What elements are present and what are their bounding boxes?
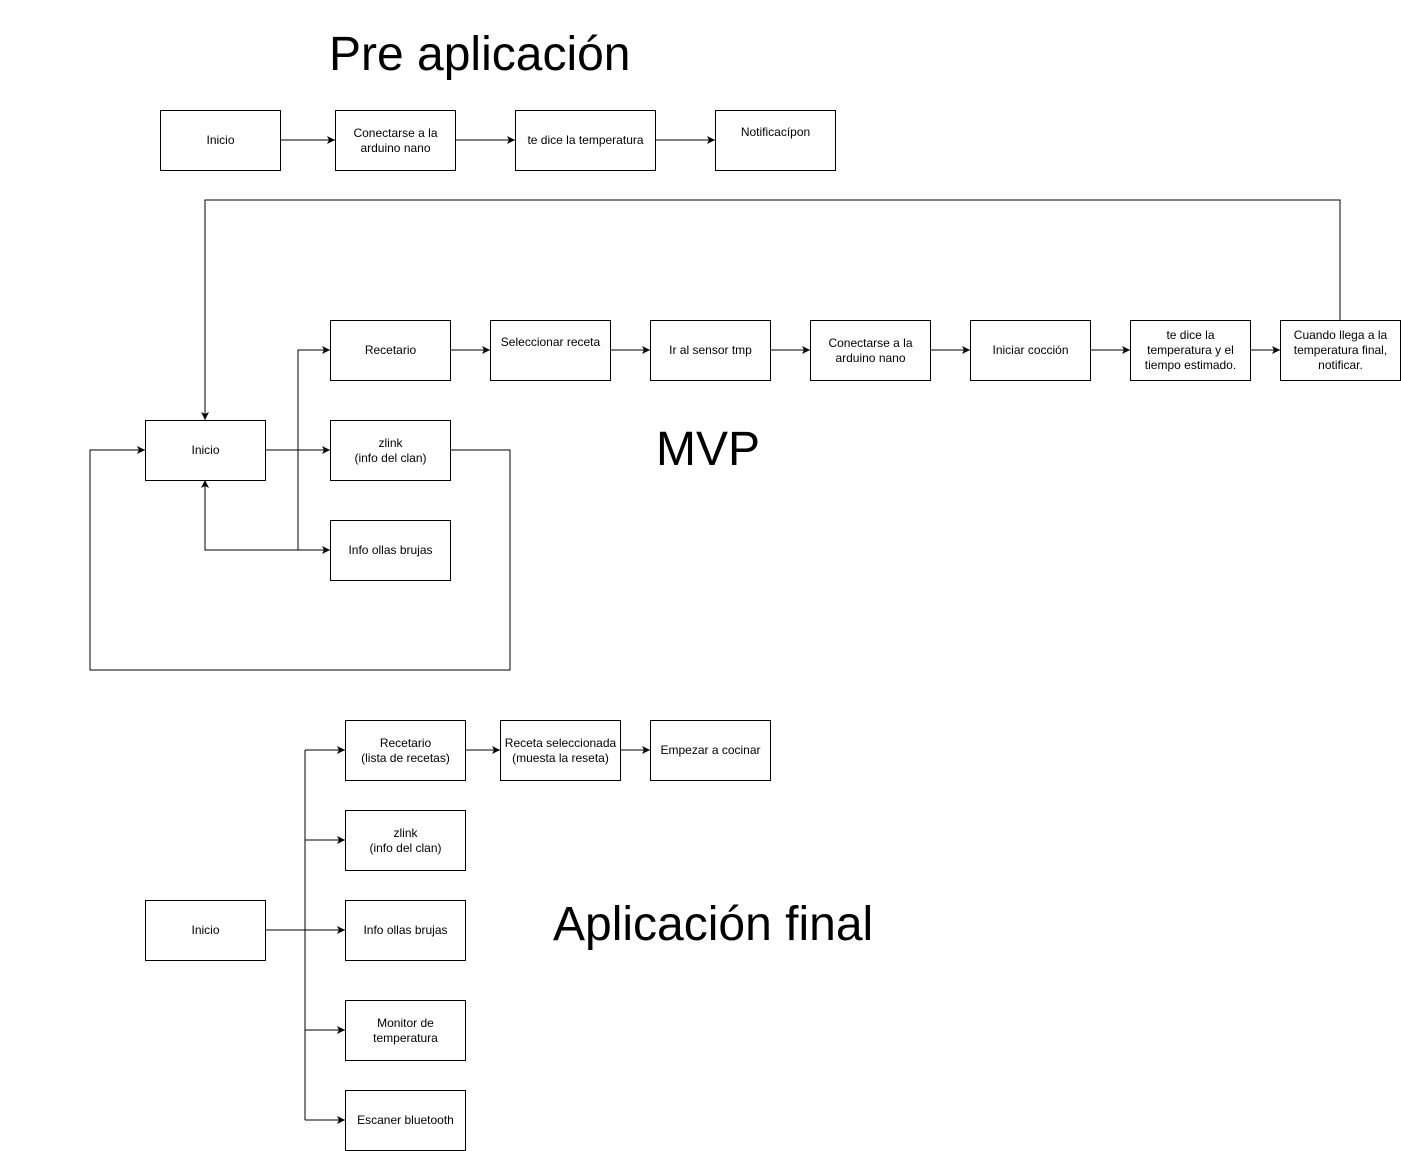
final-recetario-node[interactable]: Recetario (lista de recetas) — [345, 720, 466, 781]
mvp-coccion-node[interactable]: Iniciar cocción — [970, 320, 1091, 381]
mvp-zlink-node[interactable]: zlink (info del clan) — [330, 420, 451, 481]
pre-inicio-node[interactable]: Inicio — [160, 110, 281, 171]
arrow-mvp-zlink-loop-inicio — [89, 446, 511, 671]
mvp-conectarse-node[interactable]: Conectarse a la arduino nano — [810, 320, 931, 381]
mvp-ollas-node[interactable]: Info ollas brujas — [330, 520, 451, 581]
title-mvp: MVP — [656, 423, 761, 476]
mvp-temperatura-node[interactable]: te dice la temperatura y el tiempo estim… — [1130, 320, 1251, 381]
arrow-mvp-notificar-loop-inicio — [201, 199, 1341, 420]
mvp-sensor-node[interactable]: Ir al sensor tmp — [650, 320, 771, 381]
title-pre-aplicacion: Pre aplicación — [329, 28, 631, 81]
pre-temperatura-node[interactable]: te dice la temperatura — [515, 110, 656, 171]
final-bluetooth-node[interactable]: Escaner bluetooth — [345, 1090, 466, 1151]
mvp-notificar-node[interactable]: Cuando llega a la temperatura final, not… — [1280, 320, 1401, 381]
final-ollas-node[interactable]: Info ollas brujas — [345, 900, 466, 961]
final-zlink-node[interactable]: zlink (info del clan) — [345, 810, 466, 871]
final-receta-seleccionada-node[interactable]: Receta seleccionada (muesta la reseta) — [500, 720, 621, 781]
mvp-seleccionar-receta-node[interactable]: Seleccionar receta — [490, 320, 611, 381]
final-monitor-node[interactable]: Monitor de temperatura — [345, 1000, 466, 1061]
pre-notificacion-node[interactable]: Notificacípon — [715, 110, 836, 171]
title-aplicacion-final: Aplicación final — [553, 898, 874, 951]
pre-conectarse-node[interactable]: Conectarse a la arduino nano — [335, 110, 456, 171]
final-empezar-cocinar-node[interactable]: Empezar a cocinar — [650, 720, 771, 781]
arrow-mvp-ollas-return-inicio — [201, 480, 298, 551]
mvp-inicio-node[interactable]: Inicio — [145, 420, 266, 481]
mvp-recetario-node[interactable]: Recetario — [330, 320, 451, 381]
final-inicio-node[interactable]: Inicio — [145, 900, 266, 961]
arrow-mvp-branch-recetario — [297, 346, 330, 550]
